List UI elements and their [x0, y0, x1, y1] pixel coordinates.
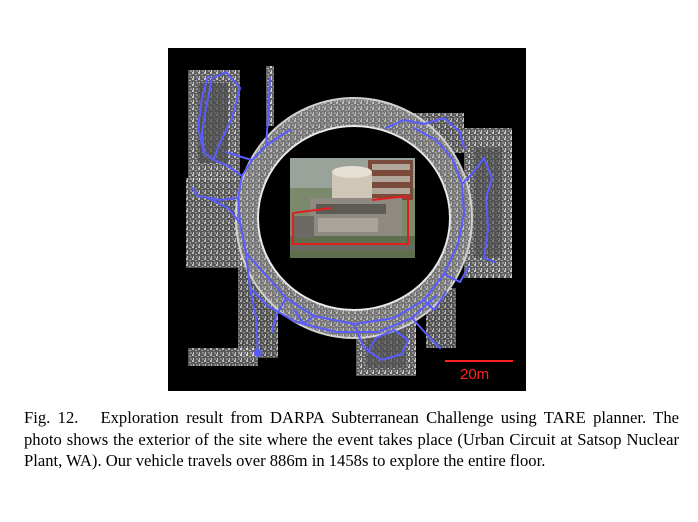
figure-caption: Fig. 12. Exploration result from DARPA S… [24, 407, 679, 472]
caption-text: Exploration result from DARPA Subterrane… [24, 408, 679, 470]
site-exterior-photo [290, 158, 415, 258]
scale-bar-label: 20m [460, 366, 490, 383]
figure-label: Fig. 12. [24, 408, 79, 427]
robot-trajectory [191, 71, 495, 361]
nuclear-plant-photo-illustration [290, 158, 415, 258]
exploration-map-figure: 20m [168, 48, 526, 391]
